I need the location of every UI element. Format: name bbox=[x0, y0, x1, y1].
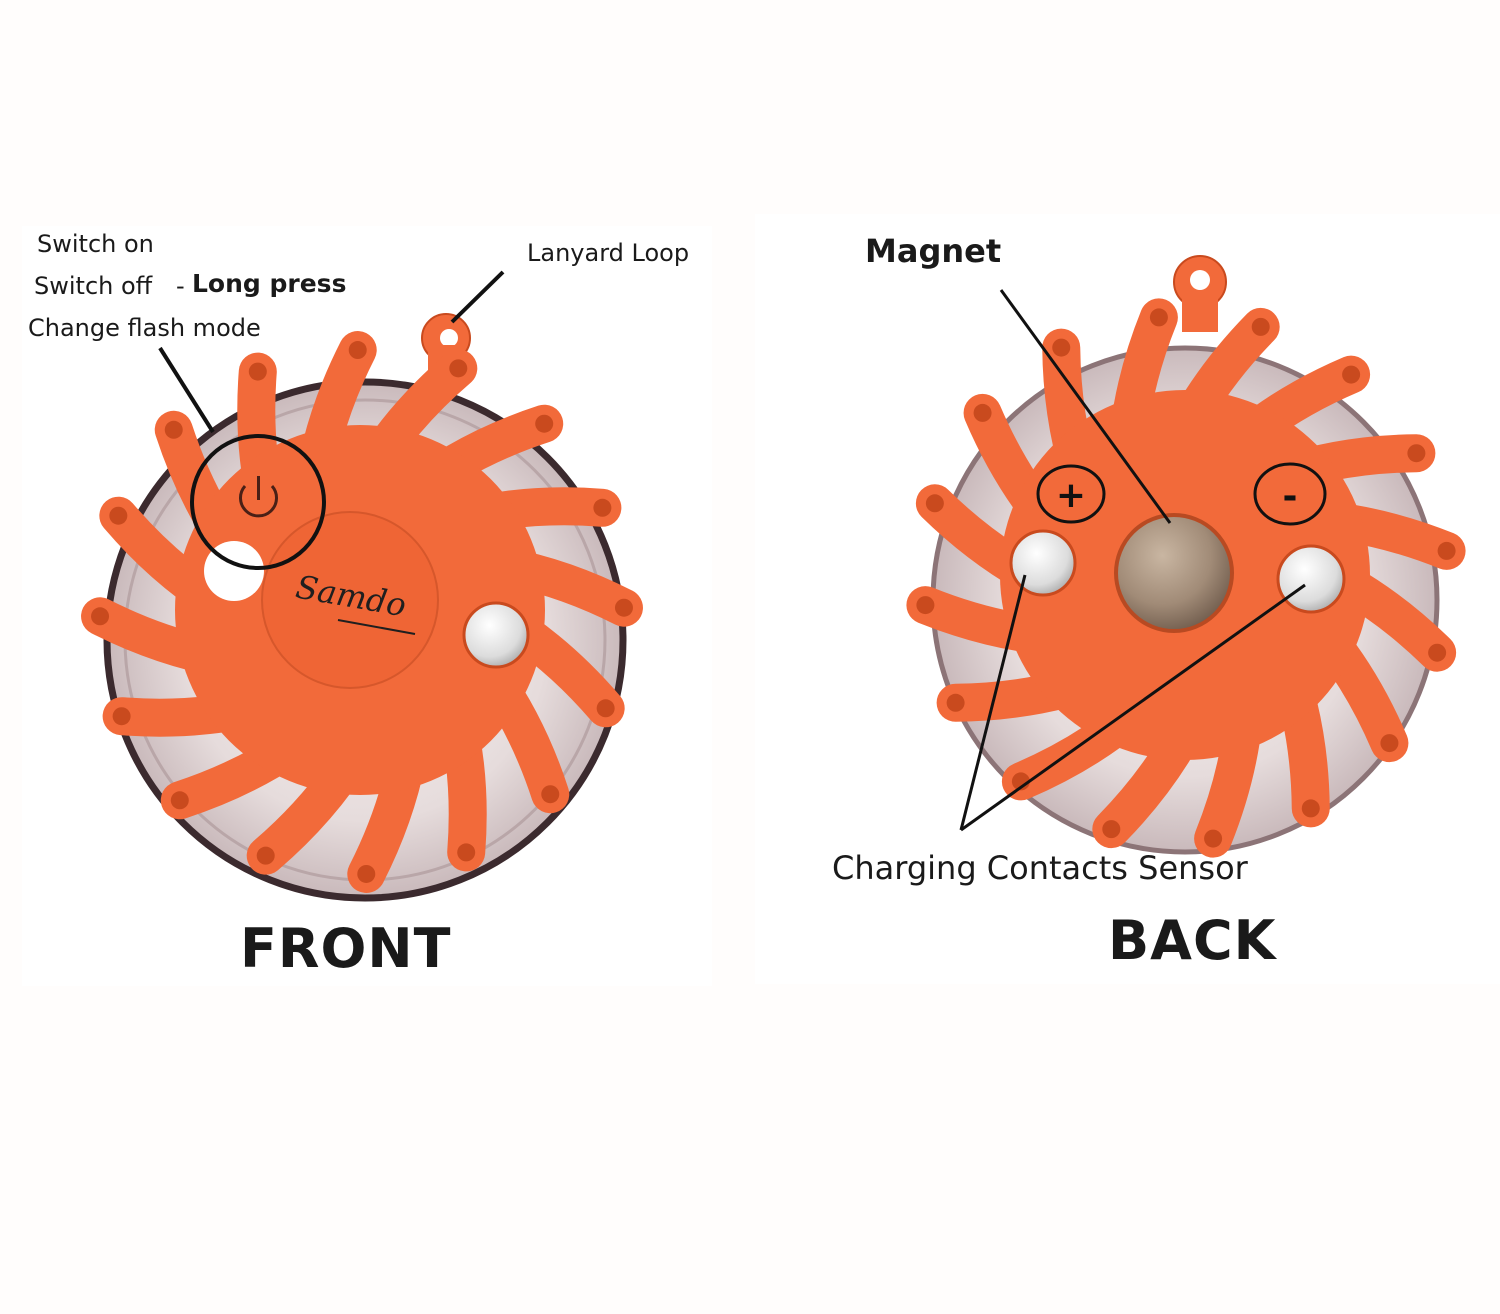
reflector-arm-tip bbox=[112, 707, 131, 726]
reflector-arm-tip bbox=[916, 596, 935, 615]
reflector-arm-tip bbox=[535, 414, 554, 433]
lanyard-loop-label: Lanyard Loop bbox=[527, 239, 690, 267]
reflector-arm-tip bbox=[1437, 541, 1456, 560]
plus-sign: + bbox=[1056, 475, 1086, 516]
reflector-arm-tip bbox=[925, 494, 944, 513]
power-button-highlight bbox=[190, 434, 326, 570]
reflector-arm-tip bbox=[1342, 365, 1361, 384]
reflector-arm-tip bbox=[614, 598, 633, 617]
plus-contact-leader-line bbox=[959, 574, 1027, 831]
reflector-arm-tip bbox=[596, 699, 615, 718]
switch-off-label: Switch off bbox=[34, 272, 153, 300]
power-icon[interactable] bbox=[239, 476, 278, 518]
reflector-arm-tip bbox=[248, 362, 267, 381]
reflector-arm-tip bbox=[973, 403, 992, 422]
reflector-arm-tip bbox=[256, 846, 275, 865]
reflector-arm-tip bbox=[1102, 820, 1121, 839]
reflector-arm-tip bbox=[1251, 317, 1270, 336]
reflector-arm-tip bbox=[1407, 444, 1426, 463]
reflector-arm-tip bbox=[1380, 734, 1399, 753]
reflector-arm-tip bbox=[357, 864, 376, 883]
reflector-arm-tip bbox=[109, 506, 128, 525]
front-center-disc bbox=[261, 511, 439, 689]
charging-contacts-label: Charging Contacts Sensor bbox=[832, 849, 1248, 887]
reflector-arm-tip bbox=[1052, 338, 1071, 357]
back-device: + - bbox=[906, 255, 1466, 858]
reflector-arm-tip bbox=[1204, 829, 1223, 848]
lanyard-leader-line bbox=[450, 270, 505, 324]
switch-on-label: Switch on bbox=[37, 230, 154, 258]
plus-marker-ring bbox=[1036, 464, 1106, 524]
minus-marker-ring bbox=[1253, 462, 1327, 526]
magnet-label: Magnet bbox=[865, 232, 1002, 270]
magnet-leader-line bbox=[999, 289, 1172, 524]
reflector-arm-tip bbox=[1149, 308, 1168, 327]
reflector-arm-tip bbox=[946, 693, 965, 712]
reflector-arm-tip bbox=[91, 607, 110, 626]
front-right-contact bbox=[462, 601, 530, 669]
reflector-arm-tip bbox=[541, 785, 560, 804]
plus-contact bbox=[1009, 529, 1077, 597]
reflector-arm-tip bbox=[449, 359, 468, 378]
change-flash-mode-label: Change flash mode bbox=[28, 314, 261, 342]
minus-contact-leader-line bbox=[960, 583, 1306, 832]
back-lanyard-loop bbox=[1173, 255, 1227, 332]
reflector-arm-tip bbox=[593, 498, 612, 517]
front-device: Samdo bbox=[81, 313, 643, 902]
minus-contact bbox=[1276, 544, 1346, 614]
back-caption: BACK bbox=[1108, 909, 1277, 972]
dash-label: - bbox=[176, 272, 185, 300]
reflector-arm-tip bbox=[170, 791, 189, 810]
reflector-arm-tip bbox=[164, 420, 183, 439]
reflector-arm-tip bbox=[457, 843, 476, 862]
reflector-arm-tip bbox=[1301, 799, 1320, 818]
reflector-arm-tip bbox=[348, 341, 367, 360]
minus-sign: - bbox=[1283, 476, 1298, 517]
switch-leader-line bbox=[158, 346, 215, 434]
magnet bbox=[1114, 513, 1234, 633]
front-caption: FRONT bbox=[240, 917, 452, 980]
reflector-arm-tip bbox=[1428, 643, 1447, 662]
long-press-label: Long press bbox=[192, 269, 347, 298]
